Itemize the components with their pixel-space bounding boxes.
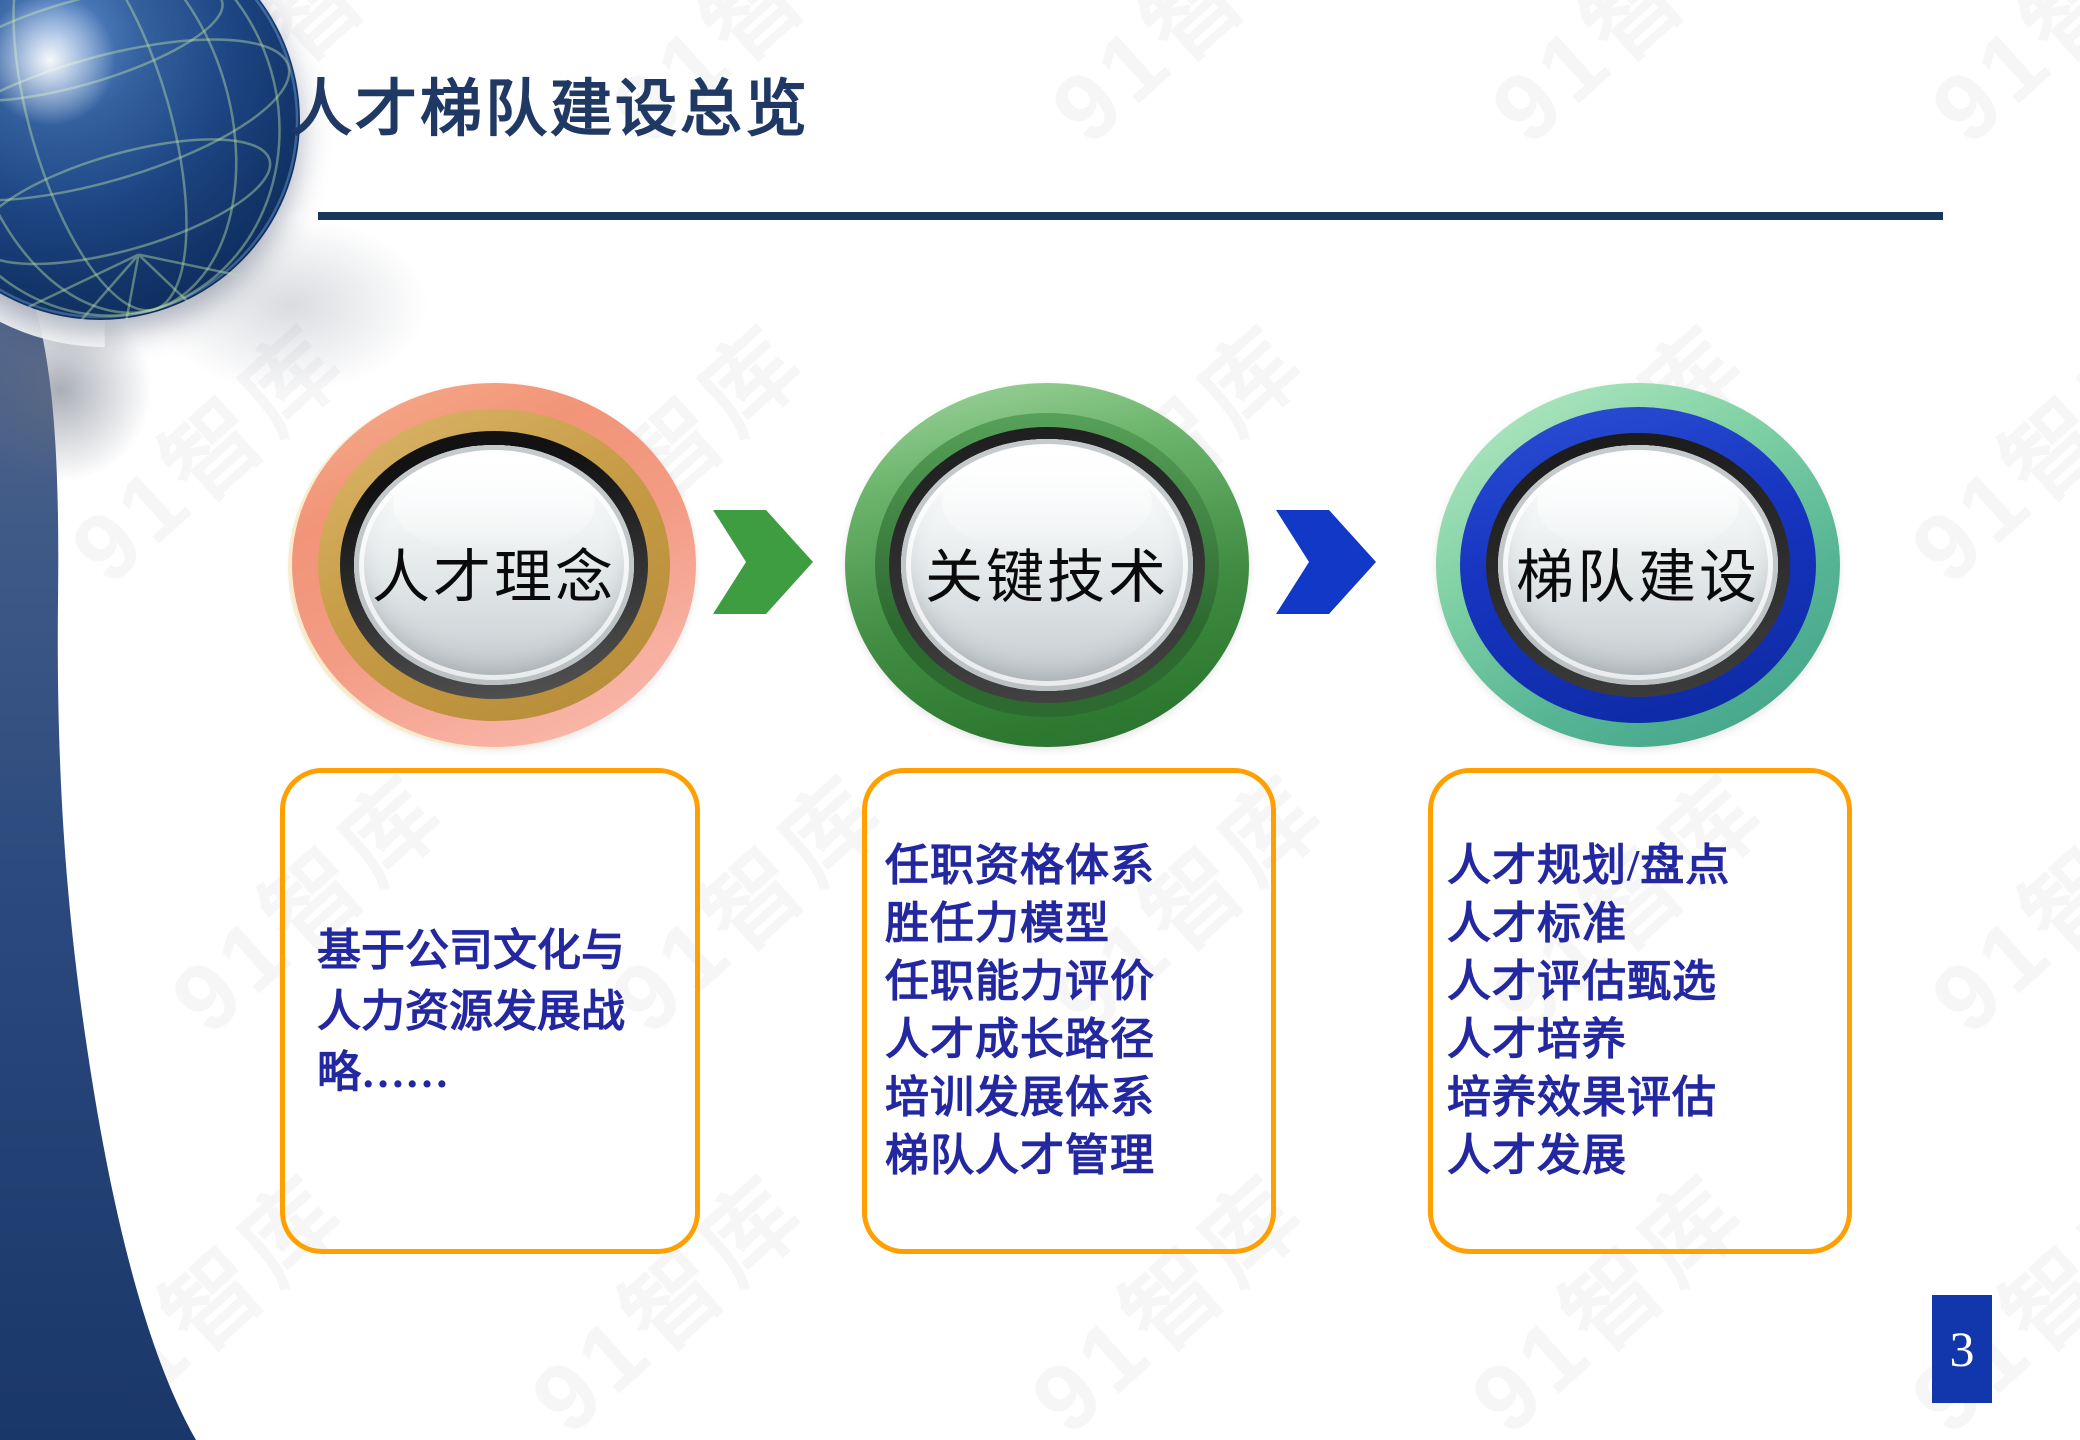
box-line: 梯队人才管理 (885, 1131, 1155, 1180)
glass-face (1498, 445, 1778, 685)
step-label: 关键技术 (924, 545, 1169, 610)
glass-face (901, 439, 1193, 691)
step-label: 梯队建设 (1515, 545, 1760, 610)
box-line: 人才成长路径 (885, 1015, 1155, 1064)
step-label: 人才理念 (371, 545, 616, 610)
box-line: 人才发展 (1447, 1131, 1627, 1180)
box-line: 培养效果评估 (1447, 1073, 1717, 1122)
box-line: 胜任力模型 (885, 899, 1110, 948)
process-step-circle-1: 人才理念 (292, 383, 696, 747)
arrow-right-icon (713, 510, 813, 614)
box-line: 人才培养 (1447, 1015, 1627, 1064)
detail-box-2: 任职资格体系胜任力模型任职能力评价人才成长路径培训发展体系梯队人才管理 (862, 768, 1276, 1254)
box-line: 人才标准 (1447, 899, 1627, 948)
box-paragraph: 基于公司文化与人力资源发展战略…… (317, 925, 625, 1097)
page-number: 3 (1932, 1295, 1992, 1403)
detail-box-3: 人才规划/盘点人才标准人才评估甄选人才培养培养效果评估人才发展 (1428, 768, 1852, 1254)
detail-box-1: 基于公司文化与人力资源发展战略…… (280, 768, 700, 1254)
glass-face (354, 445, 634, 685)
box-line: 培训发展体系 (885, 1073, 1155, 1122)
process-step-circle-3: 梯队建设 (1436, 383, 1840, 747)
box-line: 任职能力评价 (885, 957, 1155, 1006)
page-title: 人才梯队建设总览 (290, 76, 811, 144)
box-line: 人才评估甄选 (1447, 957, 1717, 1006)
title-divider (318, 212, 1943, 220)
box-line: 人才规划/盘点 (1447, 841, 1731, 890)
box-line: 任职资格体系 (885, 841, 1155, 890)
process-step-circle-2: 关键技术 (845, 383, 1249, 747)
arrow-right-icon (1276, 510, 1376, 614)
